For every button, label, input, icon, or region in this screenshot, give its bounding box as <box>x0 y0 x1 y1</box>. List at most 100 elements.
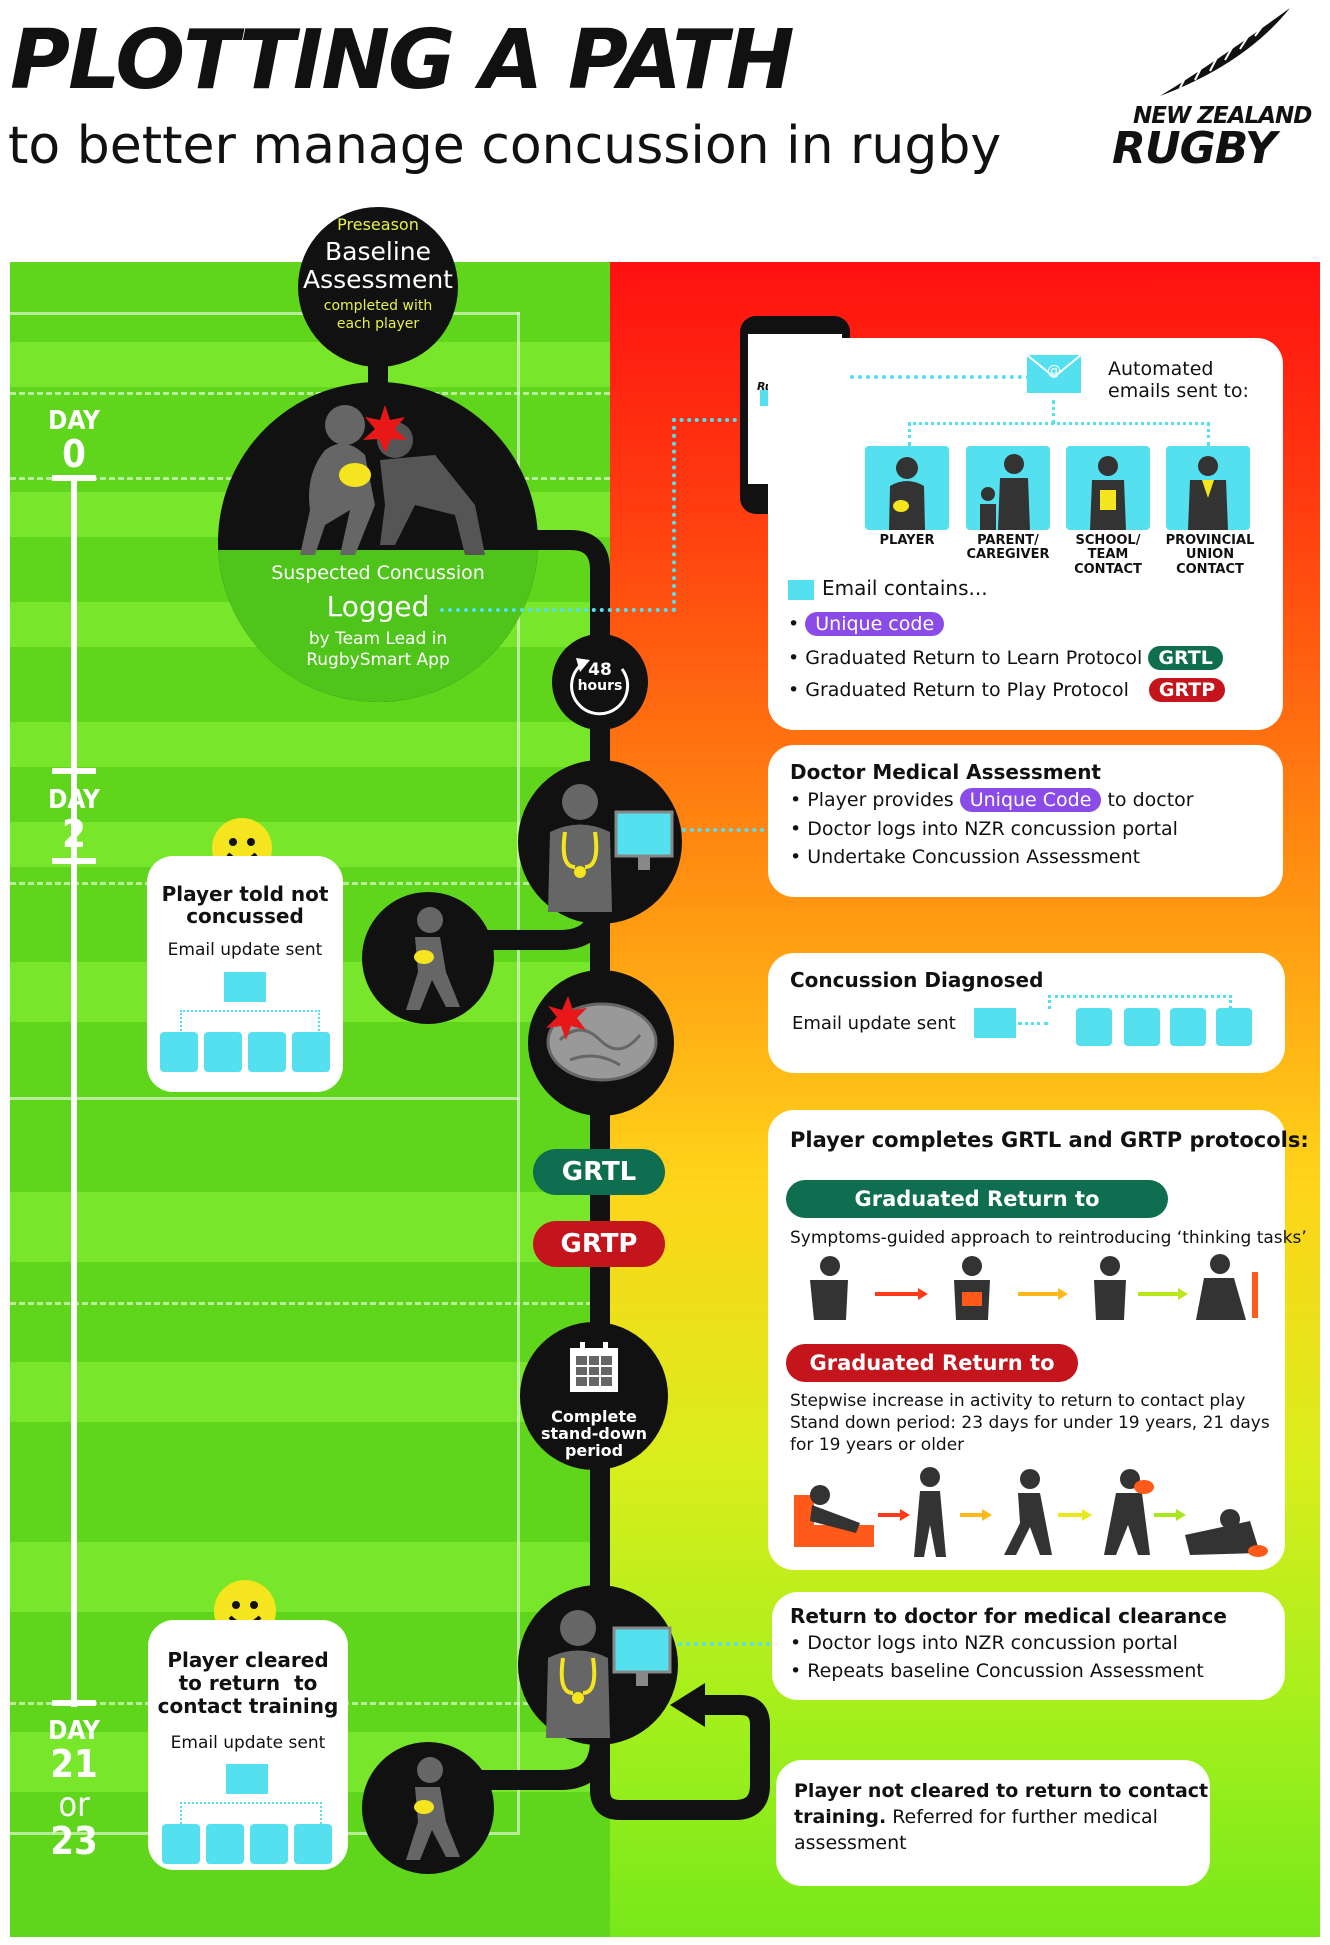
connector-dotted <box>1048 995 1232 1009</box>
email-envelope-icon: @ <box>1026 354 1082 393</box>
recipient-label-school: SCHOOL/ TEAM CONTACT <box>1074 533 1142 577</box>
recipient-mini-icon <box>160 1032 198 1072</box>
grtp-text-1: Stepwise increase in activity to return … <box>790 1391 1246 1411</box>
not-cleared-text-3: assessment <box>794 1832 907 1854</box>
not-concussed-title-1: Player told not <box>161 882 329 906</box>
connector-dotted <box>672 418 752 422</box>
protocols-title: Player completes GRTL and GRTP protocols… <box>790 1128 1309 1152</box>
logo-text-rugby: RUGBY <box>1112 123 1277 174</box>
cleared-title-3: contact training <box>157 1694 339 1718</box>
baseline-title-2: Assessment <box>303 265 453 294</box>
timeline-tick <box>52 475 96 481</box>
baseline-title-1: Baseline <box>325 237 431 266</box>
medical-clearance-box <box>772 1592 1285 1700</box>
cleared-email: Email update sent <box>170 1733 326 1753</box>
timeline-bar <box>71 475 77 1707</box>
doctor-bullet-2: • Doctor logs into NZR concussion portal <box>790 818 1178 840</box>
clearance-title: Return to doctor for medical clearance <box>790 1604 1227 1628</box>
logged-by-1: by Team Lead in <box>308 629 448 649</box>
standdown-text-2: stand-down <box>540 1424 648 1443</box>
grtl-steps-icons <box>810 1254 1258 1320</box>
cleared-title-2: to return to <box>178 1671 318 1695</box>
recipient-player-icon <box>865 446 949 530</box>
recipient-mini-icon <box>1216 1008 1252 1046</box>
doctor-bullet-3: • Undertake Concussion Assessment <box>790 846 1141 868</box>
logo-text-new-zealand: NEW ZEALAND <box>1133 103 1312 129</box>
recipient-mini-icon <box>250 1824 288 1864</box>
emails-title-1: Automated <box>1108 358 1214 380</box>
recipient-mini-icon <box>292 1032 330 1072</box>
standdown-circle <box>520 1322 668 1470</box>
recipient-mini-icon <box>1124 1008 1160 1046</box>
suspected-concussion-text: Suspected Concussion <box>271 562 485 584</box>
recipient-union-icon <box>1166 446 1250 530</box>
doctor-title: Doctor Medical Assessment <box>790 760 1101 784</box>
day-0-value: 0 <box>62 432 86 476</box>
connector-dotted <box>682 828 772 832</box>
connector-dotted <box>678 1642 770 1646</box>
email-contains-icon <box>788 580 814 600</box>
cleared-title-1: Player cleared <box>167 1648 329 1672</box>
recipient-label-player: PLAYER <box>879 533 935 548</box>
recipient-mini-icon <box>1170 1008 1206 1046</box>
baseline-sub-1: completed with <box>323 298 433 314</box>
connector-dotted <box>908 422 1210 446</box>
email-envelope-icon <box>226 1764 268 1794</box>
email-bullet-grtp: • Graduated Return to Play Protocol GRTP <box>788 678 1226 702</box>
grtl-text: Symptoms-guided approach to reintroducin… <box>790 1228 1307 1248</box>
grtp-heading: Graduated Return to Play <box>786 1344 1078 1413</box>
email-bullet-unique-code: • Unique code <box>788 612 945 636</box>
email-contains-text: Email contains... <box>822 576 988 600</box>
running-player-icon <box>406 1757 460 1860</box>
diagnosed-email: Email update sent <box>792 1013 956 1034</box>
day-21-value: 21 <box>50 1742 98 1786</box>
baseline-preseason: Preseason <box>337 215 419 234</box>
calendar-icon <box>570 1342 618 1392</box>
recipient-mini-icon <box>206 1824 244 1864</box>
doctor-computer-icon <box>546 1610 672 1738</box>
connector-dotted <box>440 608 676 612</box>
logged-text: Logged <box>326 590 430 623</box>
connector-dotted <box>180 1802 322 1824</box>
clearance-bullet-1: • Doctor logs into NZR concussion portal <box>790 1632 1178 1654</box>
tackle-players-icon <box>300 405 485 555</box>
48-hours-unit: hours <box>577 678 623 694</box>
not-cleared-box <box>776 1760 1210 1886</box>
running-player-icon <box>406 907 460 1010</box>
connector-dotted <box>1018 1022 1048 1025</box>
recipient-mini-icon <box>204 1032 242 1072</box>
page-title: PLOTTING A PATH <box>10 13 795 108</box>
brain-icon <box>546 996 658 1082</box>
suspected-concussion-circle <box>218 382 538 702</box>
connector-dotted <box>1052 400 1055 424</box>
not-cleared-text-2: training. Referred for further medical <box>794 1806 1158 1828</box>
recipient-label-parent: PARENT/ CAREGIVER <box>966 533 1050 563</box>
clearance-bullet-2: • Repeats baseline Concussion Assessment <box>790 1660 1204 1682</box>
emails-title-2: emails sent to: <box>1108 380 1249 402</box>
standdown-text-3: period <box>564 1441 624 1460</box>
silver-fern-logo-icon <box>1160 8 1290 96</box>
baseline-sub-2: each player <box>336 316 420 332</box>
doctor-assessment-box <box>768 745 1283 897</box>
day-0-label: DAY <box>48 406 100 436</box>
not-concussed-title-2: concussed <box>186 904 304 928</box>
standdown-text-1: Complete <box>551 1407 637 1426</box>
timeline-tick <box>52 858 96 864</box>
connector-dotted <box>850 375 1030 379</box>
timeline-tick <box>52 768 96 774</box>
connector-dotted <box>672 418 676 612</box>
logged-by-2: RugbySmart App <box>306 650 450 670</box>
timeline-tick <box>52 1700 96 1706</box>
48-hours-value: 48 <box>588 660 612 680</box>
grtp-text-2: Stand down period: 23 days for under 19 … <box>790 1413 1270 1433</box>
grtp-tag: GRTP <box>533 1221 665 1267</box>
day-or-label: or <box>58 1785 90 1825</box>
clock-arrow-icon <box>570 658 630 716</box>
grtp-steps-icons <box>794 1467 1268 1557</box>
svg-text:@: @ <box>1047 363 1061 379</box>
recipient-mini-icon <box>248 1032 286 1072</box>
grtl-tag: GRTL <box>533 1149 665 1195</box>
grtp-text-3: for 19 years or older <box>790 1435 965 1455</box>
doctor-computer-icon <box>548 784 674 912</box>
doctor-bullet-1: • Player provides Unique Code to doctor <box>790 788 1194 812</box>
